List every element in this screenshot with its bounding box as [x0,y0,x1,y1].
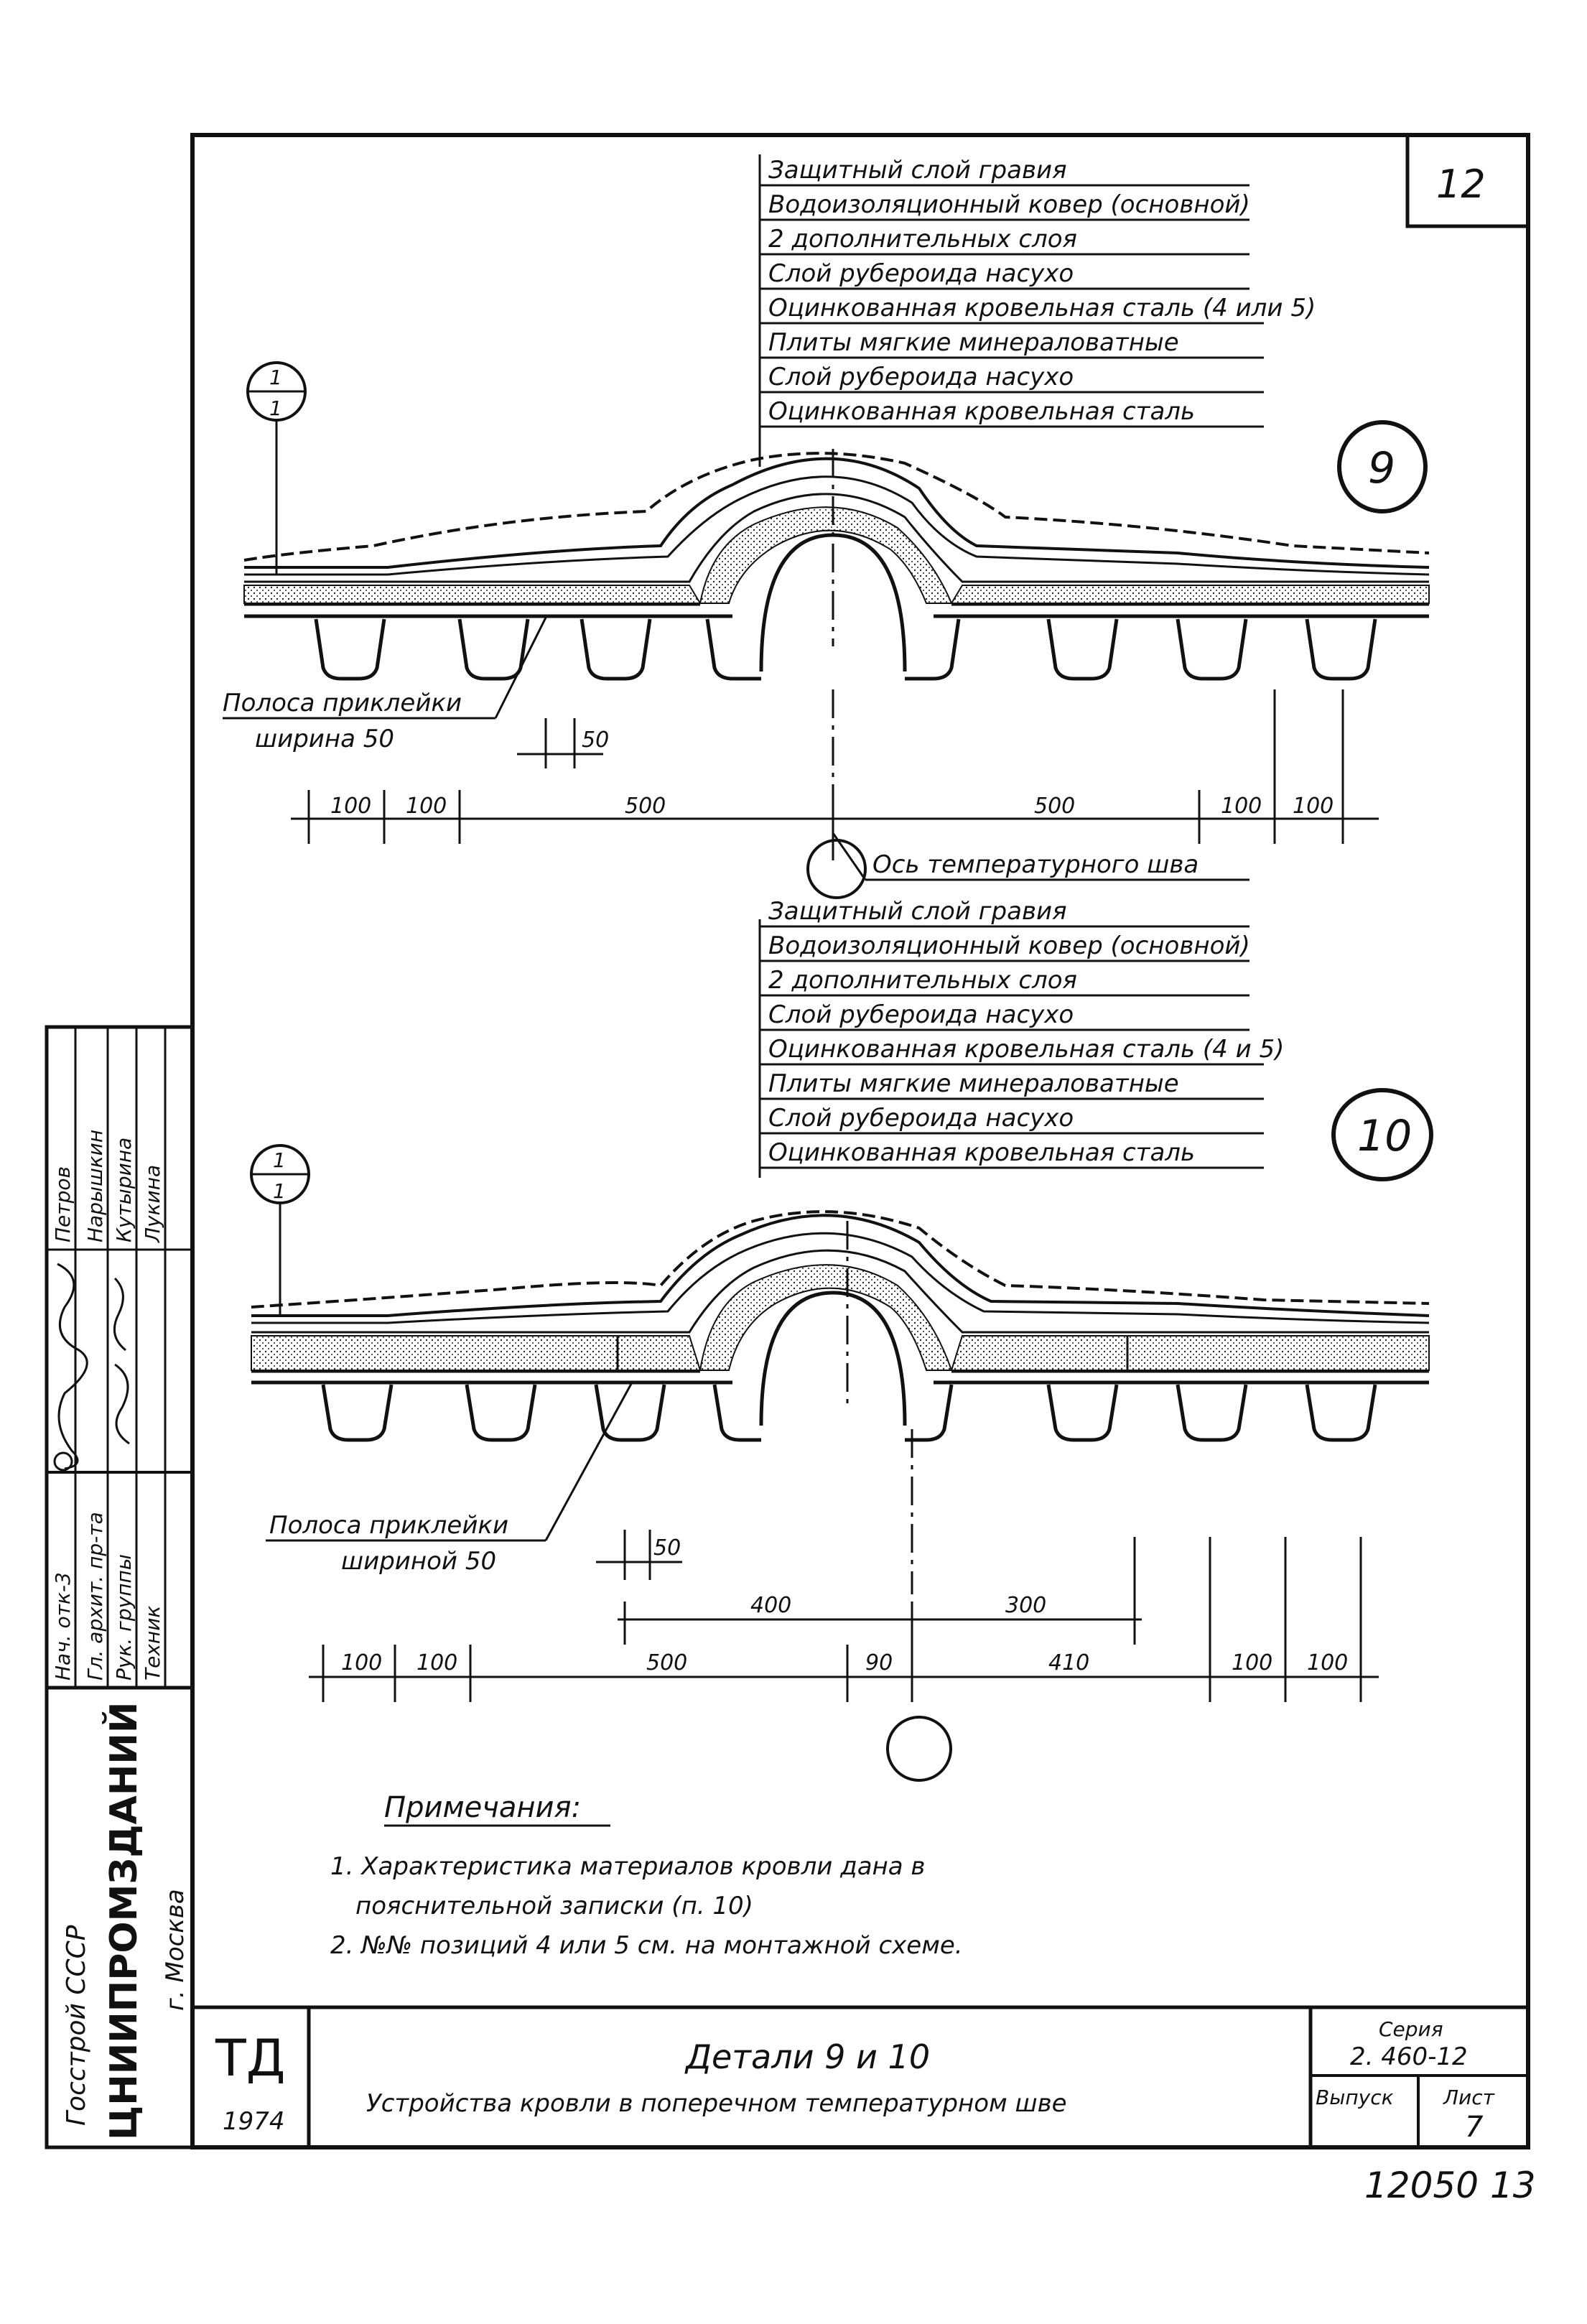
detail10-dim-top-0: 400 [750,1593,791,1618]
stamp-name-1: Нарышкин [83,1130,107,1242]
stamp-title-1: Детали 9 и 10 [684,2037,930,2076]
stamp-org-2: ЦНИИПРОМЗДАНИЙ [102,1702,146,2140]
stamp-org-1: Госстрой СССР [62,1925,91,2126]
stamp-title-2: Устройства кровли в поперечном температу… [366,2089,1067,2118]
title-block: Нач. отк-3 Гл. архит. пр-та Рук. группы … [45,1025,1528,2149]
detail10-layer-7: Оцинкованная кровельная сталь [768,1138,1195,1167]
detail9-strip-label-2: ширина 50 [255,725,394,753]
detail9-layer-5: Плиты мягкие минераловатные [768,328,1179,357]
detail10-dim-top-1: 300 [1005,1593,1046,1618]
detail9-dim-4: 100 [1221,794,1262,819]
detail10-dim-3: 90 [865,1650,893,1675]
stamp-role-1: Гл. архит. пр-та [83,1512,107,1681]
stamp-name-0: Петров [51,1166,75,1242]
detail10-dim-6: 100 [1307,1650,1348,1675]
detail10-dim-4: 410 [1048,1650,1089,1675]
detail9-layer-6: Слой рубероида насухо [768,363,1074,391]
detail10-dim-2: 500 [646,1650,687,1675]
stamp-role-2: Рук. группы [112,1554,136,1681]
detail9-axis-circle [806,839,867,899]
detail10-layer-list: Защитный слой гравия Водоизоляционный ко… [760,897,1284,1169]
detail9-dim-0: 100 [330,794,371,819]
detail10-dimensions: 100 100 500 90 410 100 100 [309,1537,1379,1702]
detail10-layer-6: Слой рубероида насухо [768,1104,1074,1133]
detail10-layer-2: 2 дополнительных слоя [768,966,1077,995]
stamp-name-2: Кутырина [112,1138,136,1242]
detail9-layer-3: Слой рубероида насухо [768,259,1074,288]
detail10-dim-50: 50 [653,1535,681,1561]
detail10-marker: 10 [1357,1111,1412,1161]
detail9-axis-label: Ось температурного шва [872,850,1199,879]
detail9-layer-0: Защитный слой гравия [768,156,1067,185]
detail9-strip-label-1: Полоса приклейки [223,689,462,717]
detail9-layer-2: 2 дополнительных слоя [768,225,1077,254]
svg-text:1: 1 [269,366,282,389]
stamp-series: 2. 460-12 [1350,2042,1468,2071]
detail-9: Защитный слой гравия Водоизоляционный ко… [223,154,1430,899]
stamp-issue-label: Выпуск [1316,2086,1394,2109]
svg-text:1: 1 [273,1148,286,1172]
stamp-name-3: Лукина [141,1165,164,1243]
detail9-dimensions: 100 100 500 500 100 100 [291,689,1379,844]
detail9-layer-list: Защитный слой гравия Водоизоляционный ко… [760,156,1316,428]
sheet-number: 12 [1436,162,1486,207]
stamp-td: ТД [215,2029,285,2088]
detail10-dimensions-upper: 400 300 [618,1537,1142,1645]
detail10-layer-3: Слой рубероида насухо [768,1000,1074,1029]
detail10-layer-4: Оцинкованная кровельная сталь (4 и 5) [768,1035,1284,1064]
stamp-series-label: Серия [1379,2017,1443,2041]
signature-scribble [57,1263,130,1470]
svg-text:1: 1 [269,396,282,420]
detail9-roof-section [243,449,1430,862]
stamp-sheet-label: Лист [1443,2086,1495,2109]
detail9-layer-7: Оцинкованная кровельная сталь [768,397,1195,426]
detail10-strip-label-2: шириной 50 [341,1547,496,1576]
detail10-roof-section [251,1210,1430,1594]
detail10-layer-0: Защитный слой гравия [768,897,1067,926]
detail9-dim-50: 50 [582,728,609,753]
detail10-strip-label-1: Полоса приклейки [269,1511,508,1540]
detail10-dim-5: 100 [1232,1650,1272,1675]
detail10-dim-0: 100 [341,1650,382,1675]
notes: Примечания: 1. Характеристика материалов… [330,1791,963,1960]
footer-code: 12050 13 [1364,2165,1536,2206]
stamp-role-3: Техник [141,1606,164,1681]
detail10-dim-1: 100 [416,1650,457,1675]
notes-item-2: 2. №№ позиций 4 или 5 см. на монтажной с… [330,1931,963,1960]
detail9-dim-5: 100 [1293,794,1334,819]
stamp-sheet: 7 [1465,2111,1484,2144]
detail9-marker: 9 [1368,443,1395,493]
detail9-marker-circle [1337,420,1428,513]
detail10-layer-5: Плиты мягкие минераловатные [768,1069,1179,1098]
detail9-layer-1: Водоизоляционный ковер (основной) [768,190,1250,219]
detail10-axis-circle [886,1716,952,1782]
detail9-dim-2: 500 [625,794,666,819]
stamp-org-3: г. Москва [161,1889,190,2011]
notes-item-0: 1. Характеристика материалов кровли дана… [330,1852,925,1881]
notes-title: Примечания: [384,1791,581,1824]
detail9-layer-4: Оцинкованная кровельная сталь (4 или 5) [768,294,1316,322]
sheet-number-box [1405,135,1528,228]
stamp-year: 1974 [223,2107,285,2136]
detail-10: Защитный слой гравия Водоизоляционный ко… [250,897,1433,1782]
svg-text:1: 1 [273,1179,286,1203]
detail9-dim-3: 500 [1034,794,1075,819]
detail9-dim-1: 100 [406,794,447,819]
stamp-role-0: Нач. отк-3 [51,1572,75,1681]
detail10-marker-circle [1331,1088,1433,1181]
detail10-layer-1: Водоизоляционный ковер (основной) [768,931,1250,960]
notes-item-1: пояснительной записки (п. 10) [355,1892,753,1920]
